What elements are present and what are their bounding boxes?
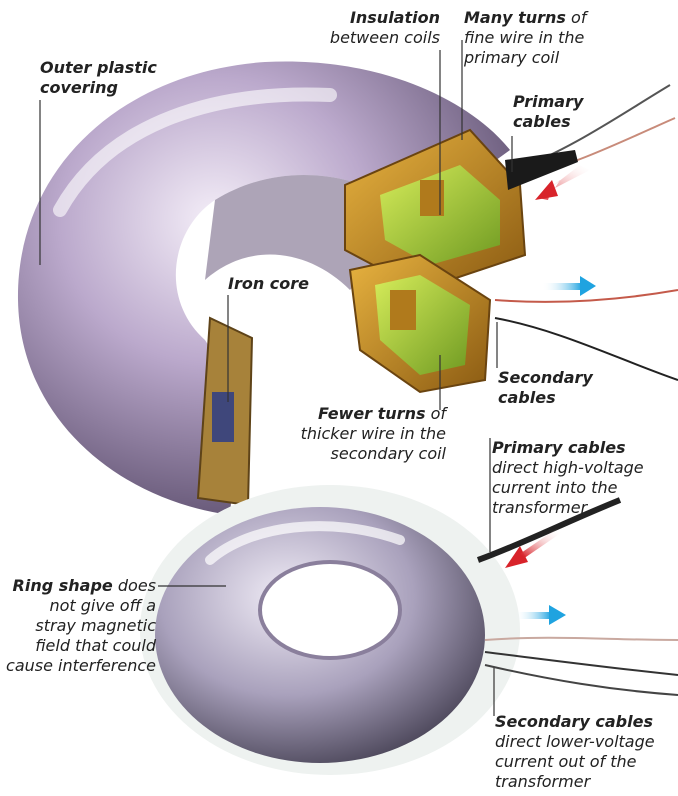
- label-primary-cables-bottom: Primary cables direct high-voltage curre…: [492, 438, 662, 518]
- ring-secondary-wire-3: [485, 665, 678, 695]
- label-iron-core: Iron core: [228, 274, 348, 294]
- label-primary-cables-top: Primary cables: [513, 92, 603, 132]
- label-many-turns: Many turns of fine wire in the primary c…: [464, 8, 614, 68]
- label-outer-plastic-covering: Outer plastic covering: [40, 58, 200, 98]
- output-arrow-head-top: [580, 276, 596, 296]
- secondary-coil-notch: [390, 290, 416, 330]
- label-secondary-cables-top: Secondary cables: [498, 368, 618, 408]
- label-fewer-turns: Fewer turns of thicker wire in the secon…: [290, 404, 446, 464]
- iron-core-shape: [212, 392, 234, 442]
- ring-hole: [260, 562, 400, 658]
- output-arrow-shaft-top: [542, 283, 582, 290]
- output-arrow-shaft-bottom: [515, 612, 551, 619]
- label-secondary-cables-bottom: Secondary cables direct lower-voltage cu…: [495, 712, 665, 792]
- primary-cable-sleeve: [505, 150, 578, 190]
- output-arrow-head-bottom: [549, 605, 566, 625]
- label-ring-shape: Ring shape does not give off a stray mag…: [4, 576, 156, 676]
- input-arrow-head-top: [535, 180, 558, 200]
